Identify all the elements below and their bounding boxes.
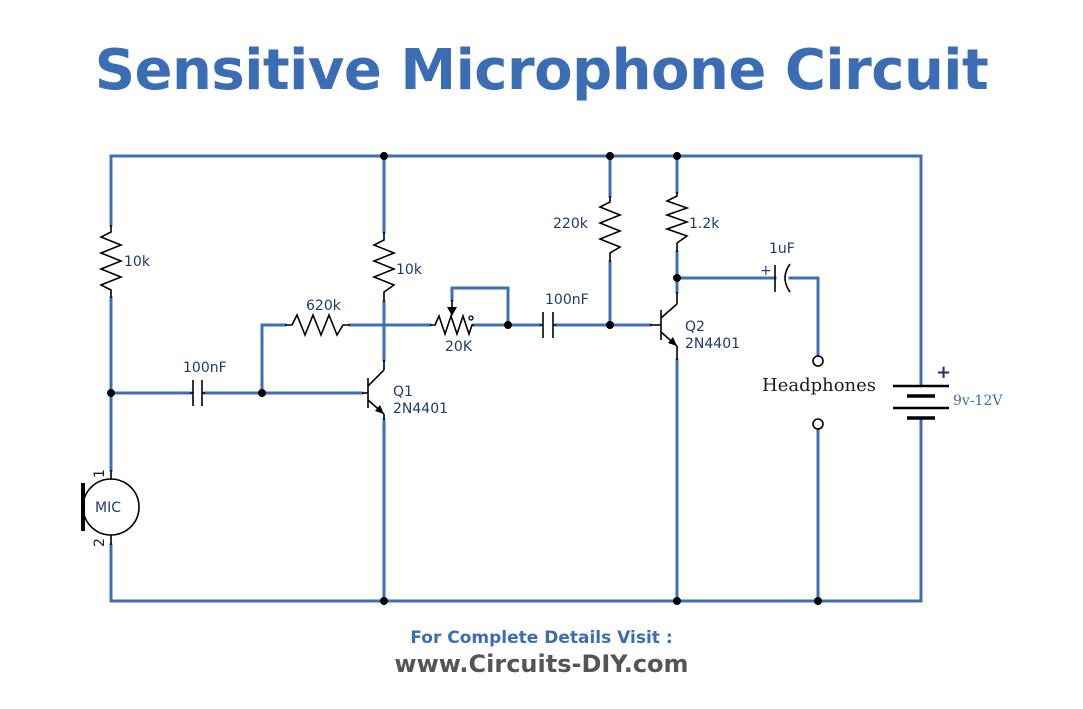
transistor-q1 <box>362 360 385 420</box>
capacitor-c2 <box>540 312 556 338</box>
capacitor-c3 <box>774 263 791 293</box>
junction-dot <box>380 152 388 160</box>
microphone <box>81 470 140 545</box>
junctions <box>107 152 822 605</box>
c3-label: 1uF <box>769 241 795 257</box>
resistor-r2 <box>371 232 397 302</box>
r1-label: 10k <box>124 254 151 270</box>
transistor-q2 <box>650 292 678 360</box>
wires <box>109 154 923 603</box>
headphones-label: Headphones <box>762 375 876 396</box>
junction-dot <box>814 597 822 605</box>
capacitor-c1 <box>190 380 205 406</box>
footer-url-link[interactable]: www.Circuits-DIY.com <box>394 650 689 678</box>
battery <box>893 384 949 420</box>
junction-dot <box>606 152 614 160</box>
headphone-terminal-bottom <box>812 418 824 430</box>
junction-dot <box>504 321 512 329</box>
resistor-r3 <box>285 312 350 338</box>
junction-dot <box>673 274 681 282</box>
r5-label: 1.2k <box>689 216 720 232</box>
mic-label: MIC <box>95 500 121 516</box>
junction-dot <box>258 389 266 397</box>
battery-voltage-label: 9v-12V <box>953 393 1003 409</box>
potentiometer-body <box>430 313 474 337</box>
q2-part-label: 2N4401 <box>685 336 740 352</box>
footer-visit-label: For Complete Details Visit : <box>410 628 673 648</box>
junction-dot <box>606 321 614 329</box>
headphone-terminal-top <box>812 355 824 367</box>
junction-dot <box>673 152 681 160</box>
potentiometer-wiper <box>447 300 474 321</box>
pot-label: 20K <box>445 339 473 355</box>
q1-name-label: Q1 <box>393 384 413 400</box>
r2-label: 10k <box>396 262 423 278</box>
junction-dot <box>673 597 681 605</box>
mic-pin1-label: 1 <box>92 469 108 478</box>
q1-part-label: 2N4401 <box>393 401 448 417</box>
resistor-r4 <box>597 196 623 262</box>
mic-pin2-label: 2 <box>92 538 108 547</box>
feedback-wire <box>260 323 287 395</box>
c3-plus-label: + <box>760 263 772 279</box>
c2-label: 100nF <box>545 292 589 308</box>
r4-label: 220k <box>553 216 589 232</box>
pot-wiper-wire <box>450 286 510 327</box>
r3-label: 620k <box>306 298 342 314</box>
c1-label: 100nF <box>183 360 227 376</box>
c3-right-wire <box>788 276 820 357</box>
resistor-r5 <box>664 192 690 252</box>
page-title: Sensitive Microphone Circuit <box>94 38 989 103</box>
junction-dot <box>107 389 115 397</box>
battery-plus-label: + <box>936 362 951 383</box>
junction-dot <box>380 597 388 605</box>
q2-name-label: Q2 <box>685 319 705 335</box>
resistor-r1 <box>98 225 124 298</box>
